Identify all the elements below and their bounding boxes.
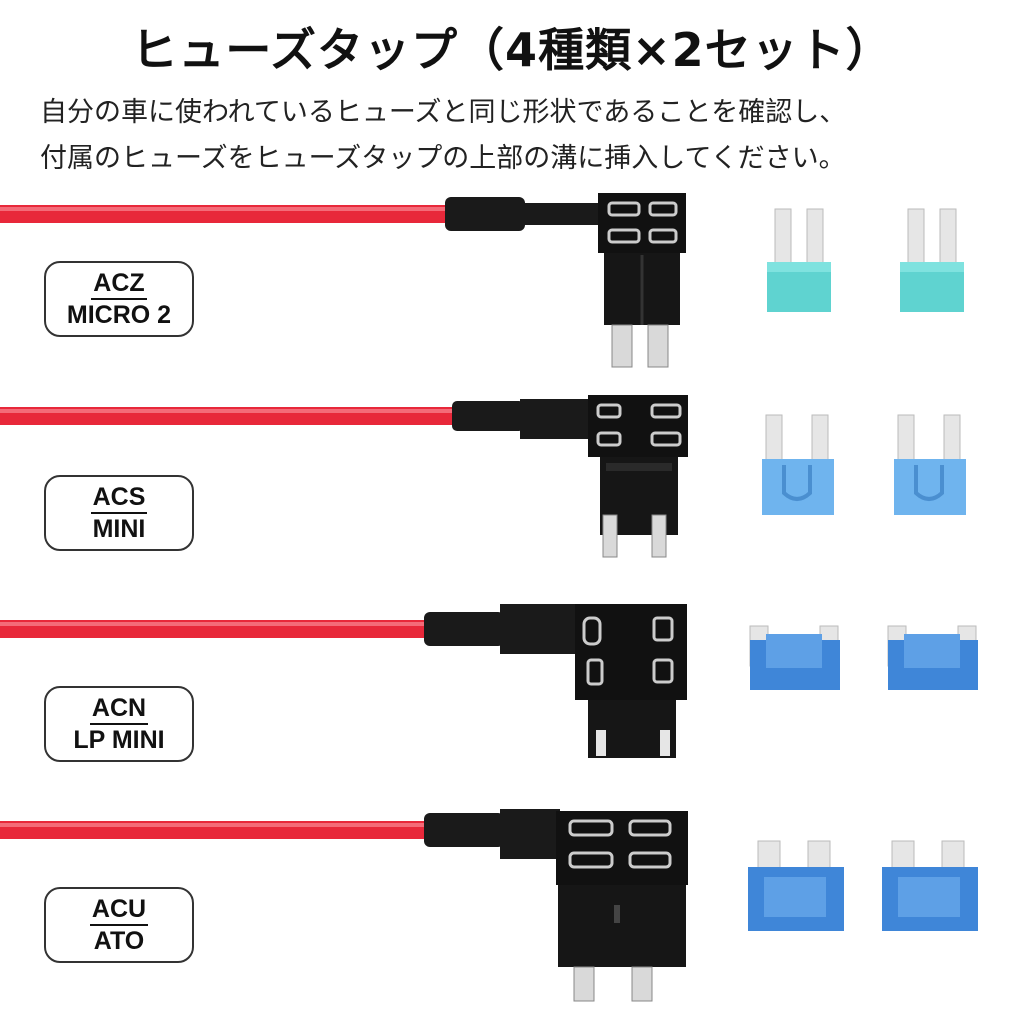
fuse-type-label-acz: ACZ MICRO 2 [44,261,194,337]
fuse-tap-row-acn: ACN LP MINI [0,600,1024,800]
instruction-text: 自分の車に使われているヒューズと同じ形状であることを確認し、 付属のヒューズをヒ… [40,90,1000,182]
fuse-icon [900,208,964,312]
fuse-type-label-acs: ACS MINI [44,475,194,551]
fuse-icon [887,625,978,690]
fuse-tap-acu-image [0,809,688,1002]
fuse-type-label-acn: ACN LP MINI [44,686,194,762]
instruction-line-1: 自分の車に使われているヒューズと同じ形状であることを確認し、 [40,97,847,128]
fuse-tap-row-acz: ACZ MICRO 2 [0,185,1024,385]
fuse-tap-row-acu: ACU ATO [0,805,1024,1005]
fuse-icon [767,208,831,312]
fuse-icon [894,414,966,515]
fuse-tap-acn-image [0,604,687,758]
fuse-icon [882,840,978,931]
fuse-icon [762,414,834,515]
fuse-type-label-acu: ACU ATO [44,887,194,963]
fuse-tap-acs-image [0,395,688,558]
fuse-icon [748,840,844,931]
fuse-tap-acz-image [0,193,686,368]
page-title: ヒューズタップ（4種類×2セット） [131,23,893,77]
fuse-icon [749,625,840,690]
fuse-tap-row-acs: ACS MINI [0,395,1024,595]
instruction-line-2: 付属のヒューズをヒューズタップの上部の溝に挿入してください。 [40,143,846,174]
